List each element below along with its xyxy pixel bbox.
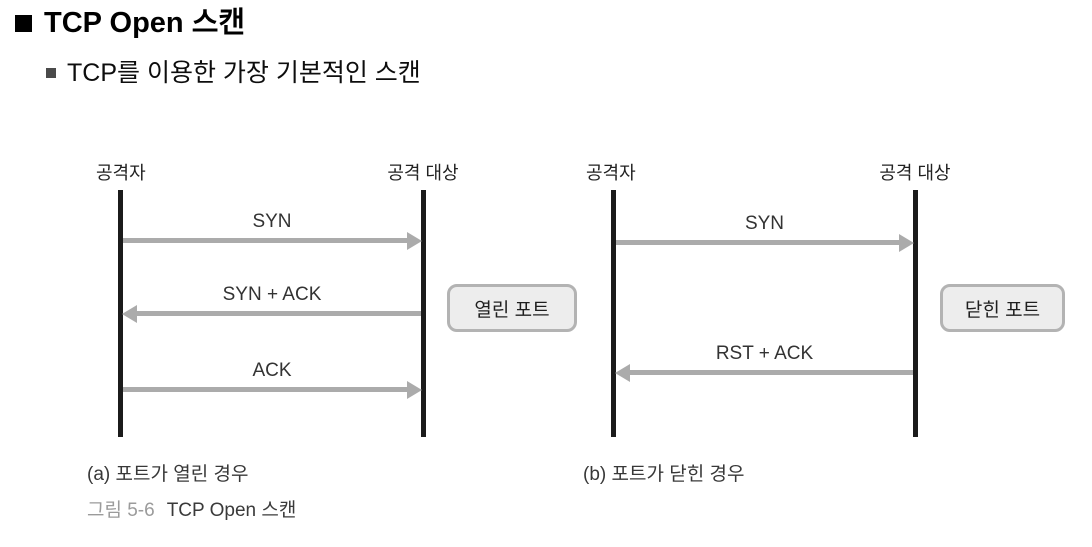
message-label: SYN bbox=[252, 211, 292, 232]
diagram-b-caption: (b) 포트가 닫힌 경우 bbox=[583, 464, 745, 485]
diagram-b-port-status-box: 닫힌 포트 bbox=[940, 284, 1065, 332]
small-square-bullet-icon bbox=[46, 68, 56, 78]
figure-caption: 그림 5-6 TCP Open 스캔 bbox=[87, 495, 296, 522]
diagram-a-target-lifeline bbox=[421, 190, 426, 437]
arrow-line bbox=[628, 370, 913, 375]
slide-title-row: TCP Open 스캔 bbox=[15, 6, 245, 41]
diagram-a-caption: (a) 포트가 열린 경우 bbox=[87, 464, 249, 485]
arrow-left-icon bbox=[615, 364, 630, 382]
diagram-b-target-label: 공격 대상 bbox=[879, 163, 951, 183]
diagram-b-target-lifeline bbox=[913, 190, 918, 437]
square-bullet-icon bbox=[15, 14, 32, 32]
arrow-line bbox=[123, 387, 409, 392]
slide-bullet-row: TCP를 이용한 가장 기본적인 스캔 bbox=[46, 58, 421, 88]
figure-number: 그림 5-6 bbox=[87, 500, 155, 521]
diagram-b-attacker-lifeline bbox=[611, 190, 616, 437]
arrow-right-icon bbox=[407, 381, 422, 399]
message-label: SYN + ACK bbox=[222, 284, 322, 305]
message-label: ACK bbox=[252, 360, 292, 381]
arrow-line bbox=[135, 311, 421, 316]
diagram-a-attacker-label: 공격자 bbox=[96, 163, 146, 183]
slide-title: TCP Open 스캔 bbox=[44, 7, 246, 39]
arrow-line bbox=[616, 240, 901, 245]
diagram-a-port-status-box: 열린 포트 bbox=[447, 284, 577, 332]
diagram-a-attacker-lifeline bbox=[118, 190, 123, 437]
arrow-left-icon bbox=[122, 305, 137, 323]
figure-title: TCP Open 스캔 bbox=[166, 500, 297, 521]
arrow-line bbox=[123, 238, 409, 243]
message-label: SYN bbox=[744, 213, 785, 234]
arrow-right-icon bbox=[899, 234, 914, 252]
diagram-b-attacker-label: 공격자 bbox=[586, 163, 636, 183]
message-label: RST + ACK bbox=[715, 343, 814, 364]
diagram-a-target-label: 공격 대상 bbox=[387, 163, 459, 183]
arrow-right-icon bbox=[407, 232, 422, 250]
slide-bullet-text: TCP를 이용한 가장 기본적인 스캔 bbox=[67, 59, 421, 87]
